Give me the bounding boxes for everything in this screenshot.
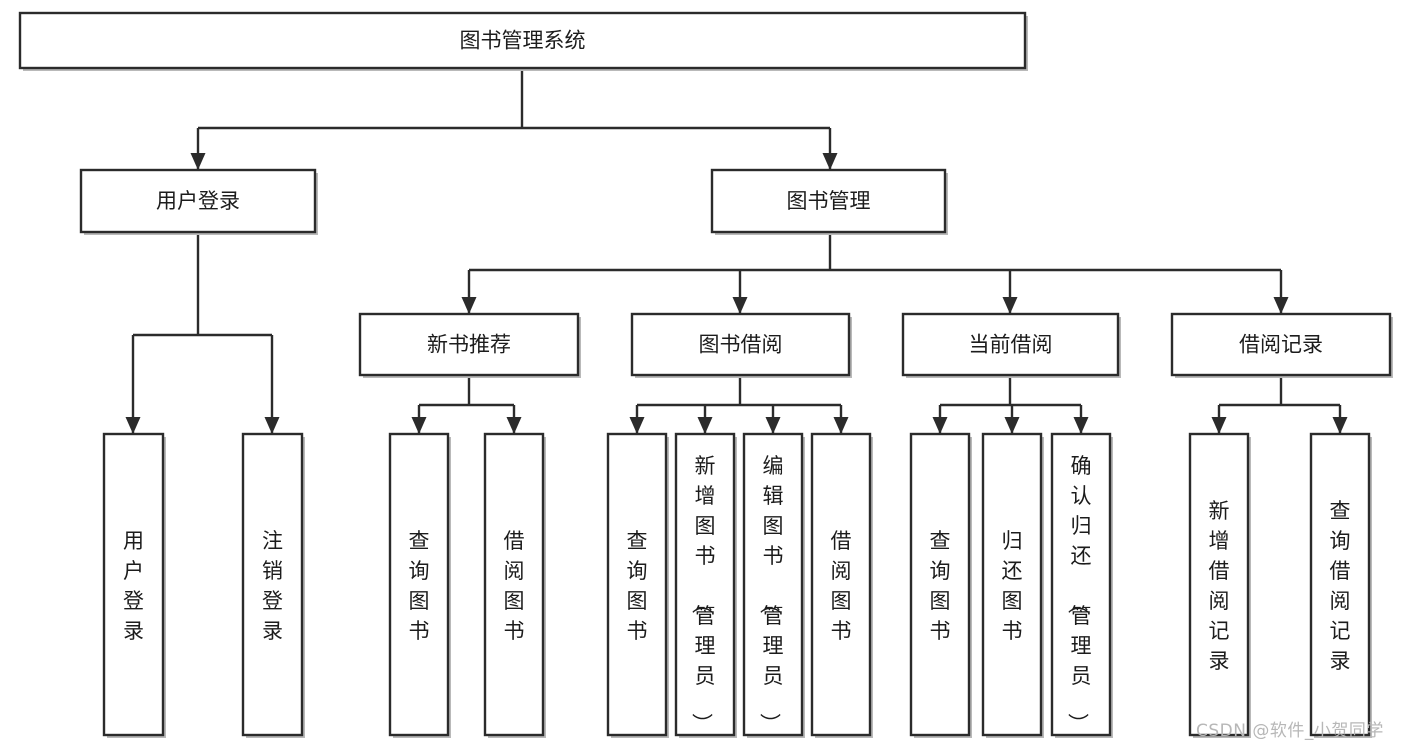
connector-layer	[125, 68, 1348, 434]
arrow-head-icon	[629, 417, 645, 434]
arrow-head-icon	[1332, 417, 1348, 434]
node-label: 确认归还（管理员）	[1066, 454, 1092, 734]
node-rect[interactable]	[981, 432, 1043, 737]
node-leaf-query-book-2[interactable]: 查询图书	[606, 432, 669, 738]
node-leaf-add-record[interactable]: 新增借阅记录	[1188, 432, 1251, 738]
node-label: 借阅记录	[1239, 333, 1323, 357]
node-layer: 图书管理系统用户登录图书管理新书推荐图书借阅当前借阅借阅记录用户登录注销登录查询…	[18, 11, 1393, 738]
node-root-图书管理系统[interactable]: 图书管理系统	[18, 11, 1028, 71]
connector-book-manage-to-level3	[469, 232, 1281, 272]
arrow-head-icon	[732, 297, 748, 314]
node-rect[interactable]	[241, 432, 304, 737]
node-leaf-borrow-book-1[interactable]: 借阅图书	[483, 432, 546, 738]
node-label: 新增图书（管理员）	[690, 454, 716, 734]
node-rect[interactable]	[1170, 312, 1392, 377]
node-rect[interactable]	[18, 11, 1027, 70]
node-label: 查询图书	[627, 529, 648, 643]
arrow-head-icon	[833, 417, 849, 434]
arrow-head-icon	[765, 417, 781, 434]
node-leaf-user-login[interactable]: 用户登录	[102, 432, 166, 738]
node-leaf-confirm-return[interactable]: 确认归还（管理员）	[1050, 432, 1113, 738]
node-rect[interactable]	[1050, 432, 1112, 737]
node-label: 当前借阅	[969, 333, 1053, 357]
node-label: 图书管理	[787, 189, 871, 213]
arrow-head-icon	[190, 153, 206, 170]
node-leaf-borrow-book-2[interactable]: 借阅图书	[810, 432, 873, 738]
node-label: 用户登录	[123, 529, 144, 643]
node-label: 借阅图书	[504, 529, 525, 643]
node-rect[interactable]	[388, 432, 450, 737]
node-rect[interactable]	[79, 168, 317, 234]
node-rect[interactable]	[710, 168, 947, 234]
node-rect[interactable]	[102, 432, 165, 737]
node-leaf-return-book[interactable]: 归还图书	[981, 432, 1044, 738]
node-label: 归还图书	[1002, 529, 1023, 643]
arrow-head-icon	[1273, 297, 1289, 314]
node-leaf-query-book-3[interactable]: 查询图书	[909, 432, 972, 738]
node-borrow-record[interactable]: 借阅记录	[1170, 312, 1393, 378]
node-label: 图书借阅	[699, 333, 783, 357]
node-rect[interactable]	[1309, 432, 1371, 737]
connector-current-borrow-to-leaves	[940, 375, 1081, 407]
node-label: 编辑图书（管理员）	[758, 454, 784, 734]
node-rect[interactable]	[606, 432, 668, 737]
csdn-watermark: CSDN @软件_小贺同学	[1196, 721, 1384, 741]
node-label: 借阅图书	[831, 529, 852, 643]
node-rect[interactable]	[630, 312, 851, 377]
arrow-head-icon	[411, 417, 427, 434]
node-leaf-edit-book[interactable]: 编辑图书（管理员）	[742, 432, 805, 738]
node-rect[interactable]	[1188, 432, 1250, 737]
connector-root-to-level2	[198, 68, 830, 130]
connector-borrow-record-to-leaves	[1219, 375, 1340, 407]
arrow-head-icon	[461, 297, 477, 314]
arrow-head-icon	[264, 417, 280, 434]
arrow-head-icon	[932, 417, 948, 434]
node-label: 图书管理系统	[460, 29, 586, 53]
node-label: 查询图书	[409, 529, 430, 643]
node-rect[interactable]	[483, 432, 545, 737]
node-label: 查询图书	[930, 529, 951, 643]
arrow-head-icon	[822, 153, 838, 170]
node-rect[interactable]	[674, 432, 736, 737]
node-rect[interactable]	[909, 432, 971, 737]
node-label: 新增借阅记录	[1209, 499, 1230, 673]
node-leaf-query-book-1[interactable]: 查询图书	[388, 432, 451, 738]
node-leaf-add-book[interactable]: 新增图书（管理员）	[674, 432, 737, 738]
node-rect[interactable]	[742, 432, 804, 737]
arrow-head-icon	[1073, 417, 1089, 434]
node-label: 注销登录	[262, 529, 283, 643]
arrow-head-icon	[697, 417, 713, 434]
node-label: 查询借阅记录	[1330, 499, 1351, 673]
node-current-borrow[interactable]: 当前借阅	[901, 312, 1121, 378]
arrow-head-icon	[1002, 297, 1018, 314]
arrow-head-icon	[125, 417, 141, 434]
arrow-head-icon	[1211, 417, 1227, 434]
connector-user-login-to-leaves	[133, 232, 272, 337]
node-rect[interactable]	[901, 312, 1120, 377]
node-leaf-query-record[interactable]: 查询借阅记录	[1309, 432, 1372, 738]
node-new-book-rec[interactable]: 新书推荐	[358, 312, 581, 378]
node-label: 用户登录	[156, 189, 240, 213]
node-user-login[interactable]: 用户登录	[79, 168, 318, 235]
node-book-manage[interactable]: 图书管理	[710, 168, 948, 235]
node-leaf-user-logout[interactable]: 注销登录	[241, 432, 305, 738]
node-rect[interactable]	[358, 312, 580, 377]
connector-book-borrow-to-leaves	[637, 375, 841, 407]
connector-new-book-rec-to-leaves	[419, 375, 514, 407]
arrow-head-icon	[1004, 417, 1020, 434]
node-rect[interactable]	[810, 432, 872, 737]
node-label: 新书推荐	[427, 333, 511, 357]
arrow-head-icon	[506, 417, 522, 434]
node-book-borrow[interactable]: 图书借阅	[630, 312, 852, 378]
